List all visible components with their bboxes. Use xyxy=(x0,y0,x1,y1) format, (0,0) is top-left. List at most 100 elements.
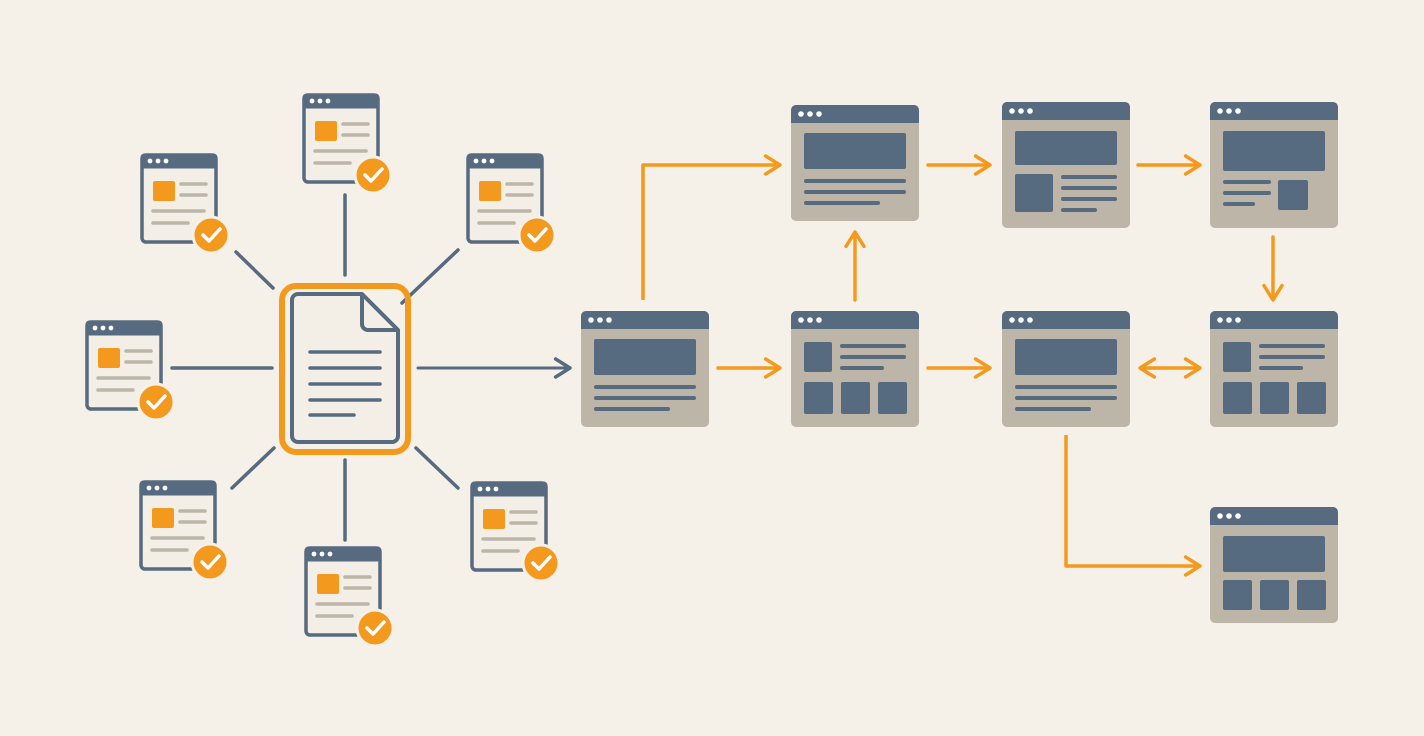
window-dot-icon xyxy=(1235,108,1241,114)
hero-block xyxy=(804,133,906,169)
window-dot-icon xyxy=(317,98,323,104)
page-titlebar xyxy=(791,105,919,123)
image-placeholder-icon xyxy=(479,181,501,201)
text-line xyxy=(1015,385,1117,389)
window-dot-icon xyxy=(146,485,152,491)
checkmark-icon xyxy=(146,394,167,410)
page-titlebar xyxy=(140,153,218,169)
validated-page-card xyxy=(85,320,176,422)
grid-block xyxy=(878,382,907,414)
flow-a-to-b-arrowhead-icon xyxy=(763,154,782,176)
window-dot-icon xyxy=(309,98,315,104)
validated-page-card xyxy=(470,481,561,583)
window-dot-icon xyxy=(485,486,491,492)
window-dot-icon xyxy=(493,486,499,492)
page-titlebar xyxy=(581,311,709,329)
page-titlebar xyxy=(85,320,163,336)
page-titlebar xyxy=(1210,507,1338,525)
window-dot-icon xyxy=(154,485,160,491)
window-dot-icon xyxy=(481,158,487,164)
window-dot-icon xyxy=(597,317,603,323)
checkmark-icon xyxy=(201,227,222,243)
flow-g-to-f-arrowhead-icon xyxy=(1138,357,1157,379)
page-card-b xyxy=(791,105,919,221)
text-line xyxy=(804,179,906,183)
text-line xyxy=(1223,180,1271,184)
page-card-h xyxy=(1210,507,1338,623)
window-dot-icon xyxy=(606,317,612,323)
text-line xyxy=(1061,208,1097,212)
window-dot-icon xyxy=(473,158,479,164)
flow-e-to-b-arrowhead-icon xyxy=(844,230,866,249)
spoke-line-3 xyxy=(400,248,460,305)
validated-page-card xyxy=(466,153,557,255)
window-dot-icon xyxy=(807,317,813,323)
image-placeholder-icon xyxy=(315,121,337,141)
window-dot-icon xyxy=(311,551,317,557)
window-dot-icon xyxy=(92,325,98,331)
check-badge-icon xyxy=(517,215,557,255)
window-dot-icon xyxy=(319,551,325,557)
window-dot-icon xyxy=(1027,108,1033,114)
image-placeholder-icon xyxy=(152,508,174,528)
check-badge-icon xyxy=(353,155,393,195)
flow-a-to-e-arrowhead-icon xyxy=(763,357,782,379)
validated-page-card xyxy=(304,546,395,648)
window-dot-icon xyxy=(155,158,161,164)
check-badge-icon xyxy=(191,215,231,255)
text-line xyxy=(840,355,906,359)
page-titlebar xyxy=(304,546,382,562)
text-line xyxy=(1015,396,1117,400)
text-line xyxy=(594,396,696,400)
window-dot-icon xyxy=(807,111,813,117)
flow-a-to-b xyxy=(641,163,776,300)
grid-block xyxy=(1297,580,1326,610)
window-dot-icon xyxy=(1226,108,1232,114)
image-placeholder-icon xyxy=(153,181,175,201)
flow-f-to-g-arrowhead-icon xyxy=(1183,357,1202,379)
window-dot-icon xyxy=(1235,513,1241,519)
window-dot-icon xyxy=(108,325,114,331)
window-dot-icon xyxy=(100,325,106,331)
grid-block xyxy=(1223,580,1252,610)
check-badge-icon xyxy=(355,608,395,648)
flow-f-to-h-arrowhead-icon xyxy=(1183,555,1202,577)
hub-highlight-outline xyxy=(279,283,411,455)
checkmark-icon xyxy=(200,554,221,570)
image-placeholder-icon xyxy=(98,348,120,368)
image-placeholder-icon xyxy=(483,509,505,529)
page-card-e xyxy=(791,311,919,427)
hub-flow-arrowhead-icon xyxy=(553,357,572,379)
window-dot-icon xyxy=(163,158,169,164)
page-titlebar xyxy=(139,480,217,496)
spoke-line-2 xyxy=(234,250,275,290)
spoke-line-7 xyxy=(414,446,460,490)
window-dot-icon xyxy=(1217,108,1223,114)
page-titlebar xyxy=(466,153,544,169)
grid-block xyxy=(1297,382,1326,414)
flow-d-to-g-arrowhead-icon xyxy=(1262,283,1284,302)
hero-block xyxy=(1223,131,1325,171)
checkmark-icon xyxy=(531,555,552,571)
window-dot-icon xyxy=(1018,317,1024,323)
text-line xyxy=(1223,191,1271,195)
checkmark-icon xyxy=(363,167,384,183)
page-titlebar xyxy=(470,481,548,497)
window-dot-icon xyxy=(325,98,331,104)
text-line xyxy=(804,190,906,194)
text-line xyxy=(804,201,880,205)
window-dot-icon xyxy=(816,111,822,117)
check-badge-icon xyxy=(190,542,230,582)
checkmark-icon xyxy=(365,620,386,636)
window-dot-icon xyxy=(1217,513,1223,519)
window-dot-icon xyxy=(798,111,804,117)
hero-block xyxy=(1223,536,1325,572)
page-titlebar xyxy=(1002,102,1130,120)
page-card-a xyxy=(581,311,709,427)
hero-block xyxy=(1015,339,1117,375)
page-card-d xyxy=(1210,102,1338,228)
text-line xyxy=(1061,175,1117,179)
window-dot-icon xyxy=(816,317,822,323)
